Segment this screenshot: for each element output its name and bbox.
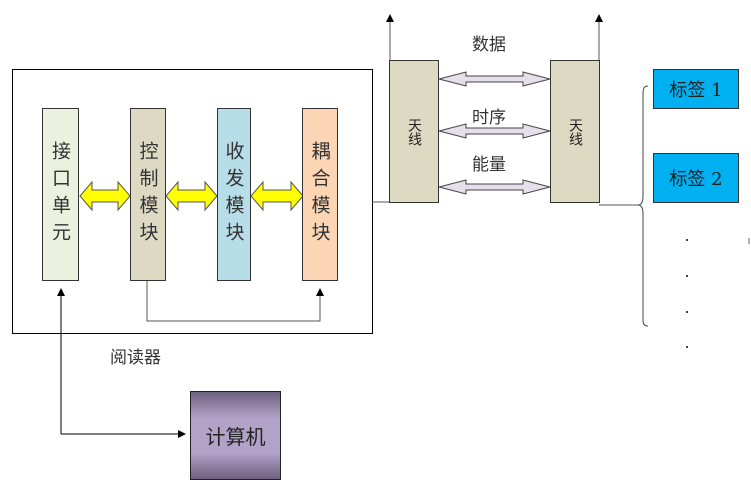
yellow-double-arrow-2 <box>165 180 218 212</box>
reader-antenna-label: 天线 <box>406 117 422 146</box>
yellow-double-arrow-3 <box>250 180 304 212</box>
control-module-box[interactable]: 控制模块 <box>130 108 166 281</box>
tag-2-label: 标签 2 <box>669 169 723 190</box>
reader-antenna[interactable]: 天线 <box>389 60 439 203</box>
control-to-coupling-line <box>146 281 324 322</box>
transceiver-module-box[interactable]: 收发模块 <box>217 108 251 281</box>
ellipsis-dot-1 <box>686 239 688 241</box>
data-double-arrow <box>437 71 552 87</box>
reader-label: 阅读器 <box>110 348 161 368</box>
timing-link-label: 时序 <box>472 108 506 128</box>
transceiver-module-label: 收发模块 <box>222 140 245 249</box>
tag-2[interactable]: 标签 2 <box>653 153 739 203</box>
interface-unit-label: 接口单元 <box>49 140 71 249</box>
interface-unit-box[interactable]: 接口单元 <box>42 108 79 281</box>
control-module-label: 控制模块 <box>136 140 159 249</box>
computer-label: 计算机 <box>205 425 266 449</box>
energy-double-arrow <box>437 179 552 195</box>
computer-box[interactable]: 计算机 <box>190 391 281 480</box>
yellow-double-arrow-1 <box>79 180 131 212</box>
tag-1[interactable]: 标签 1 <box>653 69 739 109</box>
energy-link-label: 能量 <box>472 155 506 175</box>
ellipsis-dot-4 <box>686 346 688 348</box>
tag-1-label: 标签 1 <box>669 80 723 101</box>
ellipsis-dot-3 <box>686 311 688 313</box>
data-link-label: 数据 <box>472 35 506 55</box>
tag-antenna[interactable]: 天线 <box>550 60 600 203</box>
coupling-module-label: 耦合模块 <box>308 140 331 249</box>
tag-antenna-label: 天线 <box>567 117 583 146</box>
coupling-module-box[interactable]: 耦合模块 <box>302 108 338 281</box>
tags-brace <box>637 85 649 327</box>
ellipsis-dot-2 <box>686 275 688 277</box>
